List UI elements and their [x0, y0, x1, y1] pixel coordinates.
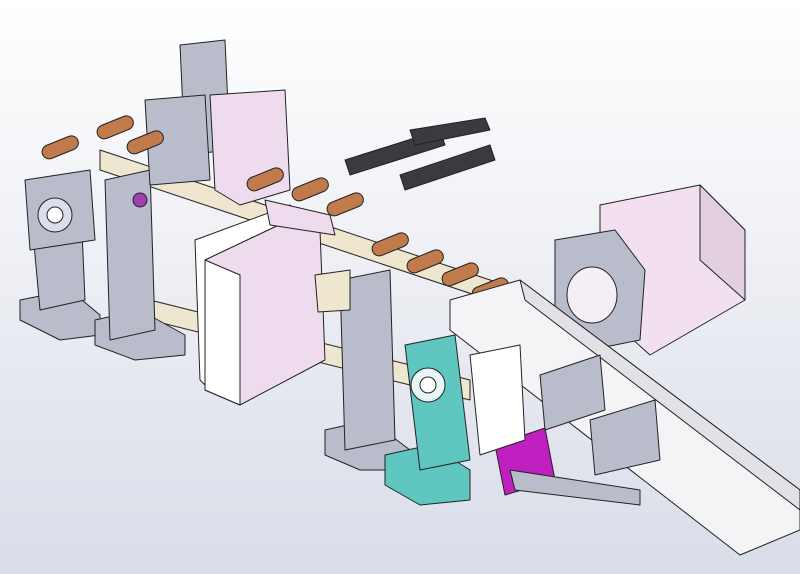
front-plate — [194, 199, 336, 406]
roller — [441, 262, 479, 287]
upper-tower — [144, 39, 291, 206]
roller — [371, 232, 409, 257]
teal-bearing-block — [384, 334, 471, 506]
middle-bracket — [314, 269, 411, 471]
roller — [326, 192, 364, 217]
rollers — [41, 115, 509, 302]
rail-brackets — [539, 354, 661, 476]
magenta-block — [469, 344, 641, 506]
roller — [291, 177, 329, 202]
roller — [406, 249, 444, 274]
roller — [126, 130, 164, 155]
stepper-motor — [554, 184, 746, 356]
roller — [96, 115, 134, 140]
roller — [246, 167, 284, 192]
left-vertical-bracket — [94, 169, 186, 361]
left-bearing-block — [19, 169, 101, 341]
pneumatic-cylinders — [344, 117, 496, 191]
roller — [41, 135, 79, 160]
